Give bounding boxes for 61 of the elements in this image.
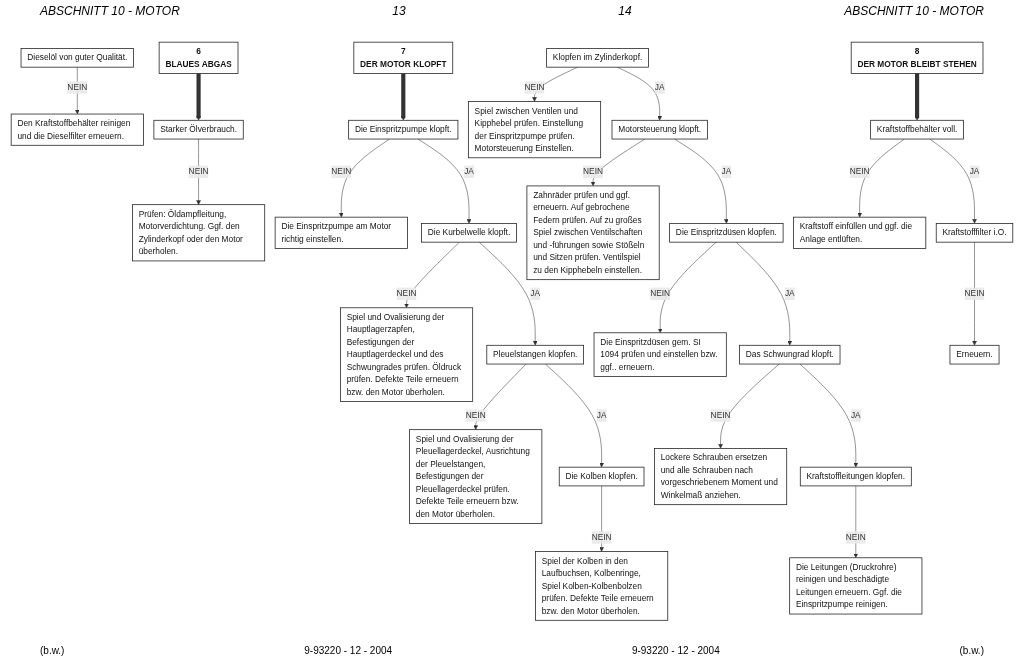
edge-label: NEIN	[591, 533, 612, 542]
node-box: 6 BLAUES ABGAS	[158, 42, 239, 75]
node-box: Dieselöl von guter Qualität.	[20, 48, 134, 68]
edge-label: NEIN	[396, 289, 417, 299]
node-box: Die Einspritzpumpe am Motor richtig einstellen.	[274, 217, 408, 250]
node-box: 7 DER MOTOR KLOPFT	[353, 42, 454, 75]
node-box: Motorsteuerung klopft.	[611, 120, 708, 140]
node-box: Kraftstoffleitungen klopfen.	[799, 467, 912, 487]
page-header-text: ABSCHNITT 10 - MOTOR	[844, 4, 984, 18]
edge-label: JA	[969, 167, 980, 177]
edge-label: JA	[464, 167, 474, 177]
node-box: Die Einspritzpumpe klopft.	[348, 120, 459, 140]
edge-label: NEIN	[964, 289, 985, 299]
page-header-text: 13	[392, 4, 406, 18]
node-box: 8 DER MOTOR BLEIBT STEHEN	[850, 42, 984, 75]
node-box: Die Einspritzdüsen klopfen.	[669, 223, 784, 243]
node-box: Spiel der Kolben in den Laufbuchsen, Kolbenringe, Spiel Kolben-Kolbenbolzen prüfen. Defekte Teile erneuern bzw. den Motor überholen.	[535, 551, 669, 621]
edge-label: NEIN	[524, 83, 545, 92]
edge-label: JA	[530, 289, 541, 299]
page-footer-text: (b.w.)	[40, 645, 65, 656]
edge-label: NEIN	[710, 411, 731, 421]
node-box: Prüfen: Öldampfleitung, Motorverdichtung. Ggf. den Zylinderkopf oder den Motor überholen.	[132, 204, 266, 262]
edge-label: JA	[850, 411, 861, 421]
node-box: Zahnräder prüfen und ggf. erneuern. Auf gebrochene Federn prüfen. Auf zu großes Spiel zwischen Ventilschaften und -führungen sowie Stößeln und Sitzen prüfen. Ventilspiel zu den Kipphebeln einstellen.	[526, 185, 660, 281]
node-box: Die Kolben klopfen.	[558, 467, 645, 487]
node-box: Kraftstoff einfüllen und ggf. die Anlage entlüften.	[793, 217, 927, 250]
edge-label: NEIN	[845, 533, 866, 542]
node-box: Das Schwungrad klopft.	[739, 345, 841, 365]
edge-label: NEIN	[650, 289, 671, 299]
node-box: Spiel und Ovalisierung der Pleuellagerdeckel, Ausrichtung der Pleuelstangen, Befestigungen der Pleuellagerdeckel prüfen. Defekte Teile erneuern bzw. den Motor überholen.	[409, 429, 543, 525]
edge-label: JA	[784, 289, 795, 299]
node-box: Lockere Schrauben ersetzen und alle Schrauben nach vorgeschriebenem Moment und Winkelmaß anziehen.	[654, 448, 788, 506]
edge-label: JA	[721, 167, 732, 177]
node-box: Spiel zwischen Ventilen und Kipphebel prüfen. Einstellung der Einspritzpumpe prüfen. Motorsteuerung Einstellen.	[468, 101, 602, 159]
node-box: Die Leitungen (Druckrohre) reinigen und beschädigte Leitungen erneuern. Ggf. die Einspritzpumpe reinigen.	[789, 557, 923, 615]
page-header-text: 14	[618, 4, 632, 18]
node-box: Spiel und Ovalisierung der Hauptlagerzapfen, Befestigungen der Hauptlagerdeckel und des Schwungrades prüfen. Öldruck prüfen. Defekte Teile erneuern bzw. den Motor überholen.	[340, 307, 474, 403]
node-box: Kraftstofffilter i.O.	[935, 223, 1014, 243]
node-box: Kraftstoffbehälter voll.	[870, 120, 964, 140]
node-box: Den Kraftstoffbehälter reinigen und die Dieselfilter erneuern.	[10, 113, 144, 146]
edge-label: NEIN	[67, 83, 88, 92]
node-box: Die Kurbelwelle klopft.	[421, 223, 517, 243]
node-box: Klopfen im Zylinderkopf.	[546, 48, 649, 68]
page-footer-text: 9-93220 - 12 - 2004	[304, 645, 393, 656]
page-footer-text: 9-93220 - 12 - 2004	[631, 645, 720, 656]
node-box: Pleuelstangen klopfen.	[486, 345, 584, 365]
edge-label: NEIN	[465, 411, 486, 421]
node-box: Erneuern.	[949, 345, 1000, 365]
page-footer-text: (b.w.)	[959, 645, 984, 656]
arrow	[914, 73, 920, 121]
arrow	[401, 73, 406, 121]
edge-label: NEIN	[583, 167, 604, 177]
node-box: Starker Ölverbrauch.	[153, 120, 244, 140]
edge-label: NEIN	[849, 167, 870, 177]
edge-label: JA	[654, 83, 665, 92]
edge-label: NEIN	[331, 167, 352, 177]
edge-label: NEIN	[188, 167, 209, 177]
node-box: Die Einspritzdüsen gem. SI 1094 prüfen und einstellen bzw. ggf.. erneuern.	[593, 332, 727, 378]
edge-label: JA	[596, 411, 607, 421]
arrow	[196, 73, 201, 121]
page-header-text: ABSCHNITT 10 - MOTOR	[40, 4, 180, 18]
